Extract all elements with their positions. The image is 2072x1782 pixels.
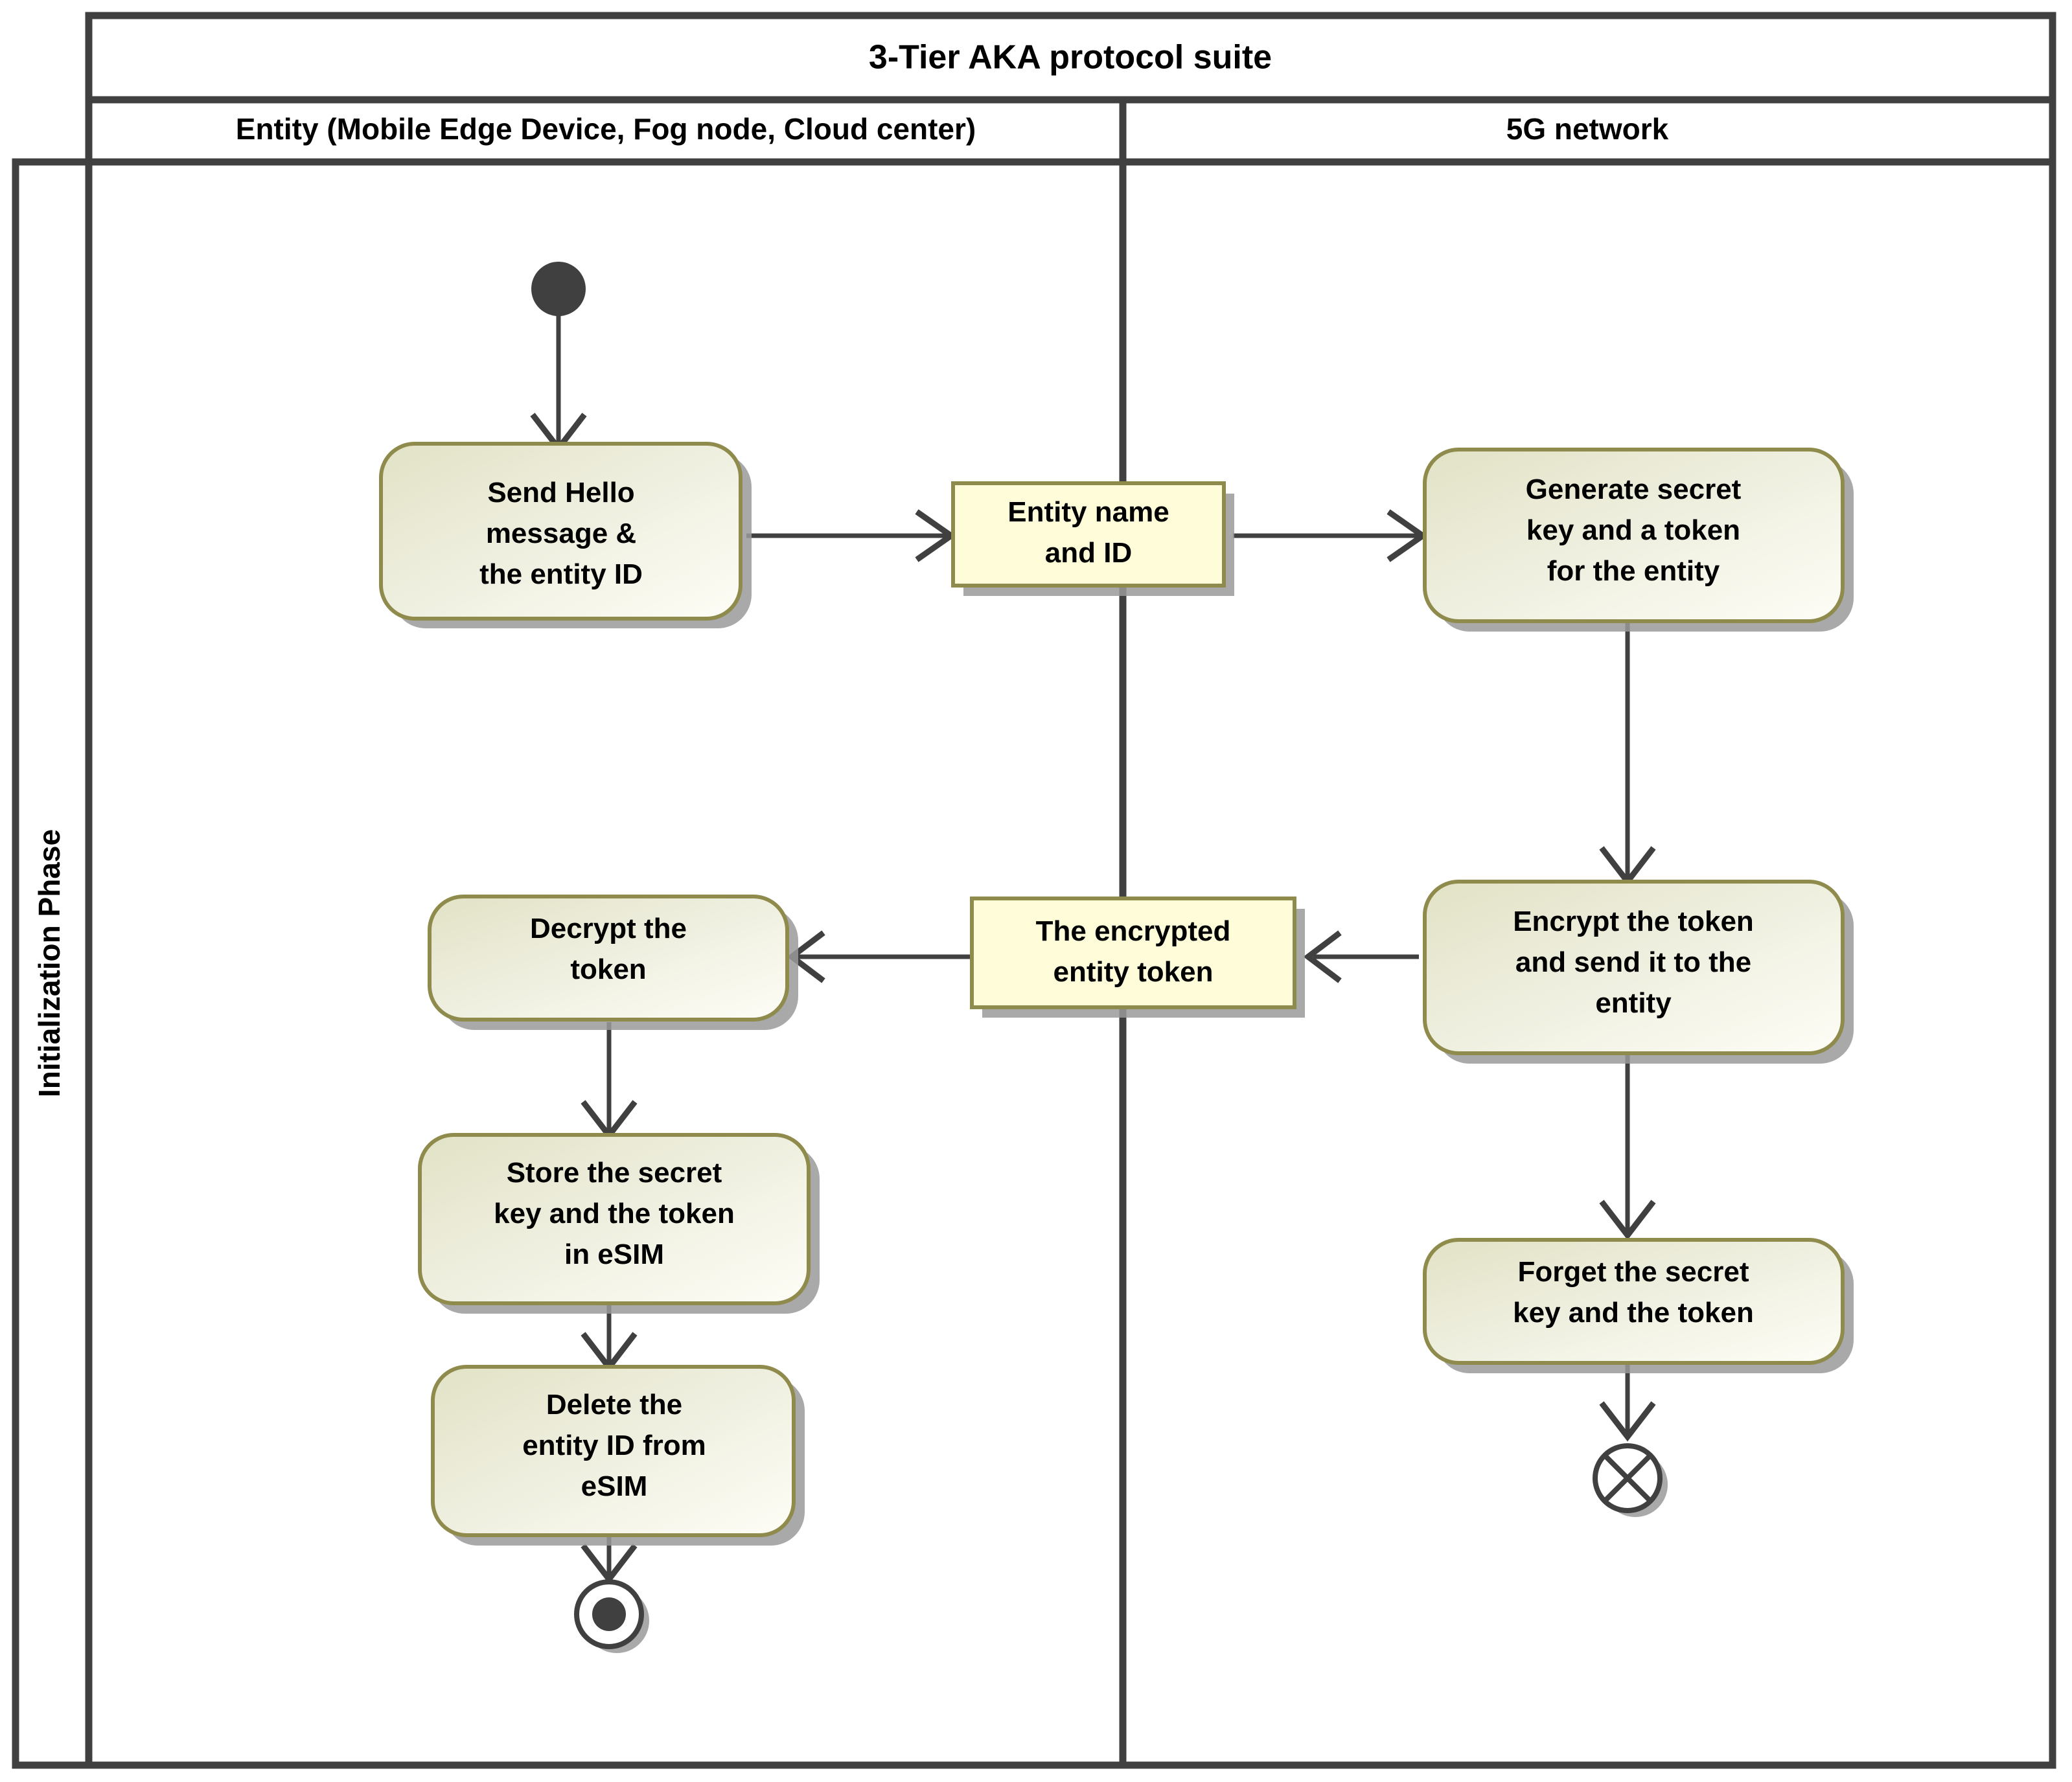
node-label-line: the entity ID bbox=[479, 558, 643, 590]
node-label-line: and ID bbox=[1045, 537, 1132, 569]
edge-entity-name-to-generate-key bbox=[1233, 509, 1428, 562]
action-node-decrypt-token[interactable]: Decrypt the token bbox=[428, 895, 798, 1030]
node-label-line: The encrypted bbox=[1036, 915, 1231, 947]
object-node-encrypted-token[interactable]: The encrypted entity token bbox=[970, 897, 1305, 1018]
initial-node bbox=[531, 262, 586, 316]
edge-decrypt-token-to-store-key bbox=[581, 1022, 638, 1141]
lane-header-network: 5G network bbox=[1506, 112, 1669, 146]
node-label-line: Generate secret bbox=[1526, 474, 1742, 505]
node-label-line: Store the secret bbox=[507, 1157, 722, 1189]
node-label-line: key and a token bbox=[1526, 514, 1740, 546]
edge-encrypted-token-to-decrypt-token bbox=[787, 930, 972, 983]
phase-band-border bbox=[12, 158, 93, 1769]
edge-encrypt-token-to-forget-key bbox=[1599, 1036, 1656, 1240]
lane-header-entity: Entity (Mobile Edge Device, Fog node, Cl… bbox=[236, 112, 976, 146]
activity-final-node bbox=[574, 1579, 649, 1653]
action-node-send-hello[interactable]: Send Hello message & the entity ID bbox=[379, 442, 752, 628]
edge-encrypt-token-to-encrypted-token bbox=[1303, 930, 1419, 983]
object-node-entity-name-id[interactable]: Entity name and ID bbox=[951, 481, 1234, 596]
phase-label: Initialization Phase bbox=[32, 829, 66, 1097]
node-label-line: Decrypt the bbox=[530, 913, 687, 944]
node-label-line: for the entity bbox=[1547, 555, 1720, 587]
page-title: 3-Tier AKA protocol suite bbox=[869, 39, 1272, 76]
node-label-line: Encrypt the token bbox=[1513, 906, 1754, 937]
node-label-line: and send it to the bbox=[1515, 946, 1751, 978]
node-label-line: message & bbox=[486, 518, 636, 549]
node-label-line: eSIM bbox=[581, 1470, 648, 1502]
node-label-line: Delete the bbox=[546, 1389, 682, 1421]
edge-send-hello-to-entity-name bbox=[746, 509, 956, 562]
node-label-line: Send Hello bbox=[487, 477, 634, 508]
node-label-line: entity ID from bbox=[522, 1430, 706, 1461]
node-label-line: key and the token bbox=[494, 1198, 735, 1229]
edge-start-to-send-hello bbox=[530, 315, 587, 453]
node-label-line: key and the token bbox=[1513, 1297, 1754, 1329]
action-node-generate-key[interactable]: Generate secret key and a token for the … bbox=[1423, 448, 1854, 632]
node-label-line: entity token bbox=[1053, 956, 1214, 988]
action-node-store-key[interactable]: Store the secret key and the token in eS… bbox=[418, 1133, 820, 1314]
node-label-line: in eSIM bbox=[564, 1239, 664, 1270]
flow-final-node bbox=[1593, 1443, 1668, 1517]
action-node-encrypt-token[interactable]: Encrypt the token and send it to the ent… bbox=[1423, 880, 1854, 1064]
action-node-forget-key[interactable]: Forget the secret key and the token bbox=[1423, 1238, 1854, 1373]
node-label-line: Forget the secret bbox=[1518, 1256, 1749, 1288]
node-label-line: token bbox=[570, 954, 646, 985]
action-node-delete-id[interactable]: Delete the entity ID from eSIM bbox=[431, 1365, 805, 1546]
edge-generate-key-to-encrypt-token bbox=[1599, 623, 1656, 887]
node-label-line: entity bbox=[1595, 987, 1672, 1019]
node-label-line: Entity name bbox=[1007, 496, 1169, 528]
